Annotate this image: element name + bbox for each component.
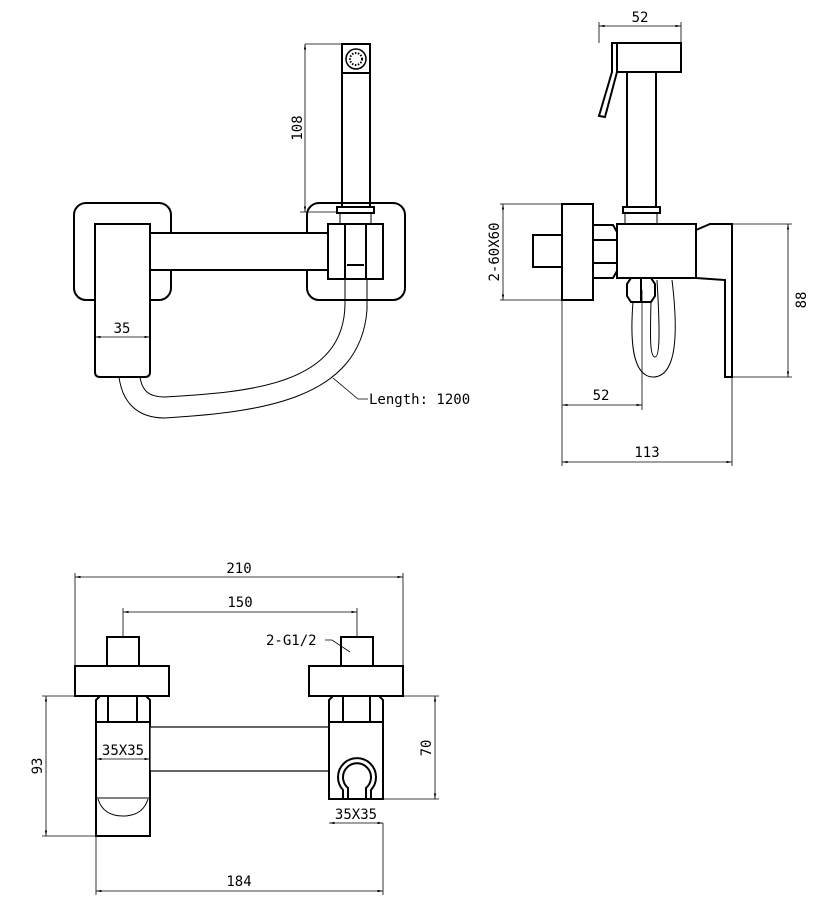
dim-210-label: 210 <box>226 561 251 577</box>
left-valve-body <box>94 223 151 378</box>
right-inlet <box>340 636 374 667</box>
dim-93-label: 93 <box>30 758 46 775</box>
dim-88-label: 88 <box>794 292 810 309</box>
left-inlet <box>106 636 140 667</box>
left-valve-body <box>95 721 151 837</box>
connecting-bar <box>149 726 330 772</box>
hose-leader <box>332 377 368 400</box>
left-spout <box>96 797 150 817</box>
dim-head-width-label: 52 <box>632 10 649 26</box>
collar-neck <box>624 213 658 224</box>
dim-184-label: 184 <box>226 874 251 890</box>
left-hex-nut <box>95 695 151 722</box>
hose-inner <box>139 279 346 398</box>
dim-113-label: 113 <box>634 445 659 461</box>
connecting-bar <box>149 232 329 271</box>
dim-70-label: 70 <box>419 740 435 757</box>
outlet-connector <box>344 224 367 279</box>
right-valve-body <box>328 721 384 800</box>
hose-outer <box>118 279 368 419</box>
sprayer-stem <box>626 71 657 208</box>
spray-holes <box>349 52 363 66</box>
dim-35-label: 35 <box>114 321 131 337</box>
lever-handle <box>695 223 733 378</box>
outlet-nut <box>626 277 656 303</box>
stem-collar <box>622 206 661 214</box>
valve-body <box>616 223 697 279</box>
hose-length-label: Length: 1200 <box>369 392 470 408</box>
hose-loop-outer <box>631 279 676 378</box>
left-plate <box>74 665 170 697</box>
hose-loop-inner <box>650 279 660 358</box>
spray-face-icon <box>345 48 367 70</box>
right-valve-block <box>327 223 384 280</box>
sprayer-trigger <box>597 42 618 119</box>
holder-clip-icon <box>337 757 377 799</box>
collar-neck <box>339 213 372 224</box>
inlet-stub <box>532 234 563 268</box>
dim-right-section-label: 35X35 <box>335 807 377 823</box>
right-hex-nut <box>328 695 384 722</box>
right-plate <box>308 665 404 697</box>
handshower-stem <box>341 43 371 208</box>
thread-leader <box>325 639 351 653</box>
side-view: 52 2-60X60 88 52 113 <box>487 10 810 466</box>
bottom-view: 210 150 2-G1/2 35X35 35X35 93 70 184 <box>30 561 439 895</box>
dim-150-label: 150 <box>227 595 252 611</box>
sprayer-head <box>616 42 682 73</box>
dim-108-label: 108 <box>290 115 306 140</box>
dim-left-section-label: 35X35 <box>102 743 144 759</box>
front-view: 108 35 Length: 1200 <box>73 43 470 419</box>
dim-escutcheon-label: 2-60X60 <box>487 222 503 281</box>
wall-plate <box>561 203 594 301</box>
hex-nut <box>592 224 618 279</box>
dim-outlet-offset-label: 52 <box>593 388 610 404</box>
inlet-thread-label: 2-G1/2 <box>266 633 317 649</box>
